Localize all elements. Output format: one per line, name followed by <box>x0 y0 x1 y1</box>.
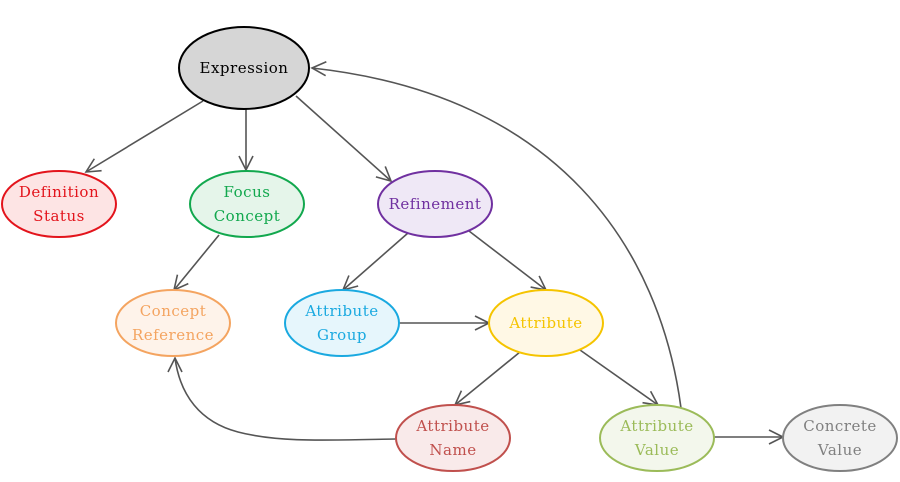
edge-attribute-value-to-concrete-value <box>714 429 785 445</box>
edge-line <box>173 234 220 291</box>
node-label: Reference <box>132 326 214 344</box>
node-ellipse <box>189 170 305 238</box>
node-label: Expression <box>200 59 289 77</box>
node-ellipse <box>395 404 511 472</box>
node-ellipse <box>488 289 604 357</box>
arrowhead-icon <box>238 155 254 172</box>
edge-line <box>454 351 521 406</box>
node-ellipse <box>115 289 231 357</box>
edge-refinement-to-attribute-group <box>341 232 409 292</box>
node-refinement: Refinement <box>377 170 493 238</box>
node-attribute: Attribute <box>488 289 604 357</box>
node-expression: Expression <box>178 26 310 110</box>
edge-line <box>174 357 397 441</box>
node-label: Concept <box>140 302 207 320</box>
edge-expression-to-focus-concept <box>238 109 254 172</box>
edge-attribute-to-attribute-name <box>453 351 521 407</box>
node-ellipse <box>599 404 715 472</box>
arrowhead-icon <box>84 158 102 173</box>
edge-focus-concept-to-concept-reference <box>172 234 220 292</box>
node-label: Definition <box>19 183 99 201</box>
edge-attribute-to-attribute-value <box>579 349 660 407</box>
node-label: Focus <box>224 183 271 201</box>
node-label: Attribute <box>304 302 378 320</box>
node-ellipse <box>1 170 117 238</box>
edge-refinement-to-attribute <box>468 230 548 292</box>
node-label: Attribute <box>415 417 489 435</box>
arrowhead-icon <box>375 166 393 183</box>
node-ellipse <box>178 26 310 110</box>
node-ellipse <box>782 404 898 472</box>
node-ellipse <box>377 170 493 238</box>
node-label: Group <box>317 326 367 344</box>
edge-attribute-value-to-expression <box>310 60 682 409</box>
arrowhead-icon <box>310 60 327 77</box>
node-label: Value <box>817 441 862 459</box>
edge-expression-to-definition-status <box>84 100 204 173</box>
nodes-layer: ExpressionDefinitionStatusFocusConceptRe… <box>1 26 898 472</box>
edge-line <box>579 349 659 406</box>
edge-line <box>342 232 409 291</box>
node-label: Status <box>33 207 85 225</box>
arrowhead-icon <box>167 356 183 373</box>
node-label: Value <box>634 441 679 459</box>
node-label: Refinement <box>389 195 482 213</box>
node-label: Attribute <box>619 417 693 435</box>
node-label: Concept <box>214 207 281 225</box>
node-label: Name <box>429 441 476 459</box>
node-label: Attribute <box>508 314 582 332</box>
edge-line <box>468 230 547 291</box>
node-ellipse <box>284 289 400 357</box>
node-label: Concrete <box>803 417 877 435</box>
edge-attribute-name-to-concept-reference <box>167 356 397 441</box>
edge-line <box>295 95 392 182</box>
edges-layer <box>84 60 785 445</box>
edge-line <box>311 67 682 409</box>
edge-expression-to-refinement <box>295 95 393 183</box>
edge-line <box>85 100 204 173</box>
edge-attribute-group-to-attribute <box>399 315 491 331</box>
